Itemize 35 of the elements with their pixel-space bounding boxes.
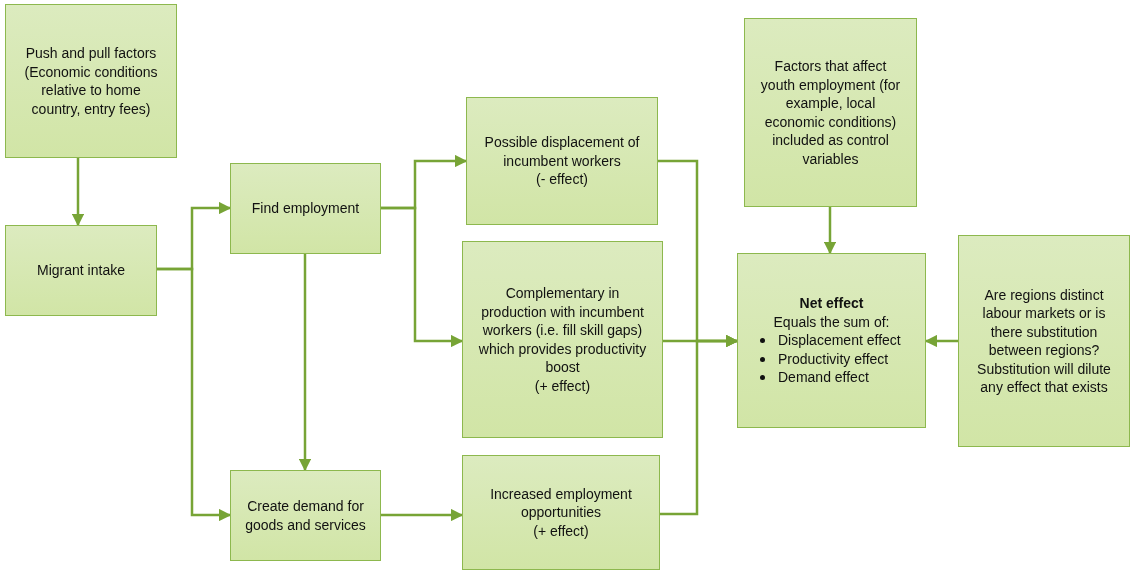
box-heading: Net effect [799, 294, 864, 313]
process-box [5, 225, 157, 316]
process-box [230, 470, 381, 561]
arrow [157, 267, 232, 522]
process-box [744, 18, 917, 207]
arrow [924, 334, 958, 348]
box-text: Factors that affect youth employment (for example, local economic conditions) included as control variables [759, 57, 902, 168]
box-text: Complementary in production with incumbent workers (i.e. fill skill gaps) which provides productivity boost [477, 284, 648, 377]
box-text: (+ effect) [534, 376, 591, 395]
process-box [462, 241, 663, 438]
process-box [5, 4, 177, 158]
process-box [737, 253, 926, 428]
bullet-item: Displacement effect [778, 331, 901, 350]
process-box [466, 97, 658, 225]
box-text: Migrant intake [37, 261, 125, 280]
box-text: Find employment [251, 199, 360, 218]
arrow [381, 206, 464, 348]
box-text: Create demand for goods and services [244, 497, 367, 534]
bullet-item: Productivity effect [778, 349, 889, 369]
arrow [381, 508, 464, 522]
box-text: Are regions distinct labour markets or is there substitution between regions? Substitution will dilute any effect that exists [976, 285, 1112, 397]
arrow [71, 158, 85, 227]
box-text: (+ effect) [533, 521, 589, 541]
arrow [660, 334, 739, 516]
arrow [823, 207, 837, 255]
box-text: Push and pull factors (Economic conditions relative to home country, entry fees) [23, 44, 159, 118]
box-text: (- effect) [536, 170, 588, 189]
process-box [230, 163, 381, 254]
bullet-item: Demand effect [778, 368, 869, 387]
process-box [462, 455, 660, 570]
process-box [958, 235, 1130, 447]
box-text: Increased employment opportunities [489, 484, 633, 522]
arrow [298, 254, 312, 472]
box-text: Possible displacement of incumbent workers [483, 133, 641, 171]
box-text: Equals the sum of: [773, 312, 890, 332]
